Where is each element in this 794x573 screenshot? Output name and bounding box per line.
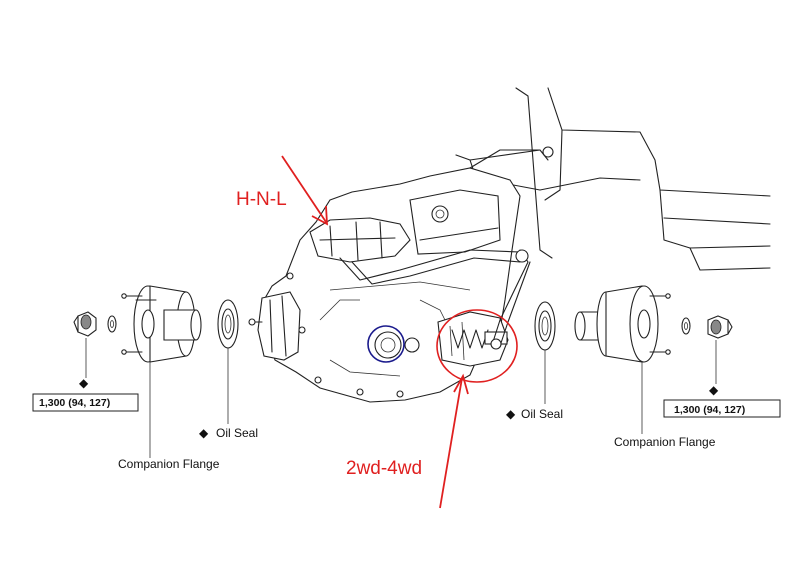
companion-flange-label-left: Companion Flange [118,457,220,471]
left-washer [107,315,117,333]
right-flange-nut [707,315,733,339]
left-flange-nut [73,311,97,337]
right-oil-seal [534,301,556,351]
oil-seal-label-right: Oil Seal [521,407,563,421]
leader-lines [85,338,717,458]
transfer-case-body [257,167,521,403]
left-companion-flange [121,285,202,363]
shift-lever-arrow [281,155,327,223]
companion-flange-label-right: Companion Flange [614,435,716,449]
diamond-icon: ◆ [79,376,89,390]
right-washer [681,317,691,335]
torque-spec-left: 1,300 (94, 127) [39,397,110,409]
diamond-icon: ◆ [199,426,209,440]
highlight-blue-circle [367,325,405,363]
right-companion-flange [574,285,671,363]
torque-box-right [663,399,781,418]
right-output-parts [534,285,733,363]
switch-label-2wd-4wd: 2wd-4wd [346,458,422,479]
oil-seal-label-left: Oil Seal [216,426,258,440]
torque-box-left [32,393,139,412]
diamond-icon: ◆ [709,383,719,397]
hand-annotations: H-N-L 2wd-4wd [236,155,518,509]
highlight-red-circle [436,309,518,383]
shift-linkage [339,146,554,350]
shift-lever-arrowhead [311,205,328,226]
switch-arrowhead [453,373,469,395]
torque-spec-right: 1,300 (94, 127) [674,404,745,416]
diamond-icon: ◆ [506,407,516,421]
shift-label-hnl: H-N-L [236,189,287,210]
vehicle-frame-outline [455,87,771,271]
left-oil-seal [217,299,239,349]
switch-arrow [439,377,463,509]
left-output-parts [73,285,263,363]
part-labels: ◆ 1,300 (94, 127) ◆ Oil Seal Companion F… [32,376,781,471]
